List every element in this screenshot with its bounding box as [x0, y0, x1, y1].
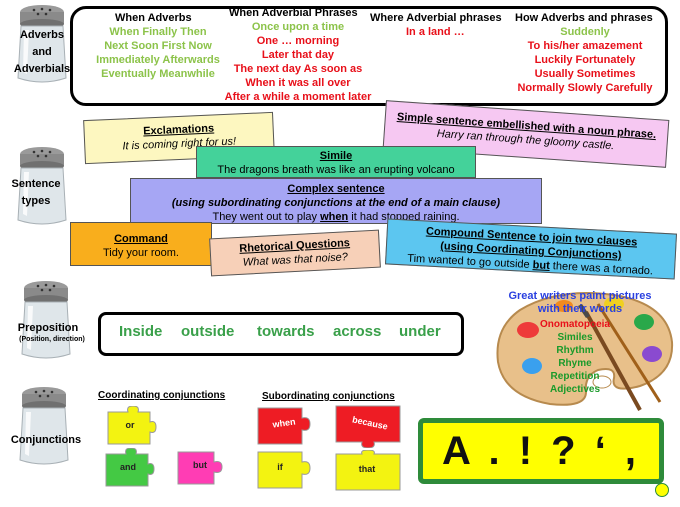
when-adverbial-phrases-list: Once upon a time One … morning Later tha…: [213, 20, 383, 104]
preposition-sublabel: (Position, direction): [19, 336, 85, 343]
adverb-line: Next Soon First Now: [104, 40, 212, 52]
when-adverbial-phrases-heading: When Adverbial Phrases: [229, 7, 358, 19]
preposition-word: outside: [181, 323, 235, 340]
how-line: Suddenly: [560, 26, 610, 38]
puzzle-piece-icon: [177, 451, 223, 485]
how-line: To his/her amazement: [527, 40, 643, 52]
sentence-types-label-line1: Sentence: [11, 178, 61, 190]
command-title: Command: [114, 233, 168, 245]
adverb-line: When Finally Then: [109, 26, 207, 38]
where-adverbial-phrases-heading: Where Adverbial phrases: [370, 12, 502, 24]
corner-dot-icon: [655, 483, 669, 497]
preposition-label: Preposition: [17, 322, 79, 334]
adverb-line: Immediately Afterwards: [96, 54, 220, 66]
puzzle-piece-icon: [105, 448, 155, 487]
complex-sentence-card: Complex sentence (using subordinating co…: [130, 178, 542, 224]
adverb-line: Eventually Meanwhile: [101, 68, 215, 80]
conjunctions-label: Conjunctions: [10, 434, 82, 446]
puzzle-piece-icon: [257, 451, 311, 489]
punctuation-box: A . ! ? ‘ ,: [418, 418, 664, 484]
phrase-line: One … morning: [256, 35, 340, 47]
complex-sentence-title: Complex sentence: [287, 183, 385, 195]
simile-card: Simile The dragons breath was like an er…: [196, 146, 476, 178]
conjunction-and: and: [119, 462, 136, 472]
how-line: Normally Slowly Carefully: [517, 82, 653, 94]
how-line: Luckily Fortunately: [534, 54, 636, 66]
preposition-word: across: [333, 323, 382, 340]
when-adverbs-list: When Finally Then Next Soon First Now Im…: [73, 25, 243, 81]
paint-palette-icon: [496, 292, 674, 411]
palette-item: Rhythm: [556, 345, 594, 356]
salt-shaker-icon: [19, 387, 69, 465]
salt-shaker-icon: [17, 147, 67, 225]
adverbs-label-line3: Adverbials: [13, 63, 71, 75]
palette-item: Adjectives: [549, 384, 601, 395]
salt-shaker-icon: [21, 281, 71, 359]
example-conjunction: when: [320, 211, 349, 223]
conjunction-if: if: [277, 462, 283, 472]
palette-heading-line: Great writers paint pictures: [508, 290, 652, 302]
complex-sentence-subtitle: (using subordinating conjunctions at the…: [171, 197, 501, 209]
adverbs-label-line2: and: [32, 46, 52, 58]
when-adverbs-heading: When Adverbs: [115, 12, 192, 24]
puzzle-piece-icon: [335, 450, 401, 491]
palette-item: Onomatopoeia: [539, 319, 610, 330]
example-part: They went out to play: [212, 211, 321, 223]
phrase-line: After a while a moment later: [224, 91, 372, 103]
palette-item: Repetition: [550, 371, 600, 382]
palette-item: Rhyme: [558, 358, 592, 369]
phrase-line: When it was all over: [245, 77, 351, 89]
sentence-types-label-line2: types: [21, 195, 51, 207]
salt-shaker-icon: [17, 5, 67, 83]
rhetorical-question-card: Rhetorical Questions What was that noise…: [209, 229, 381, 277]
adverbs-label-line1: Adverbs: [19, 29, 65, 41]
adverbs-panel: When Adverbs When Finally Then Next Soon…: [70, 6, 668, 106]
puzzle-piece-icon: [107, 406, 157, 445]
puzzle-piece-icon: [257, 407, 311, 445]
how-adverbs-list: Suddenly To his/her amazement Luckily Fo…: [505, 25, 665, 95]
conjunction-or: or: [125, 420, 135, 430]
how-line: Usually Sometimes: [534, 68, 636, 80]
command-example: Tidy your room.: [102, 247, 179, 259]
conjunction-that: that: [358, 464, 376, 474]
subordinating-conjunctions-heading: Subordinating conjunctions: [262, 391, 395, 402]
simile-example: The dragons breath was like an erupting …: [217, 164, 455, 176]
preposition-box: Inside outside towards across under: [98, 312, 464, 356]
palette-items: Onomatopoeia Similes Rhythm Rhyme Repeti…: [500, 318, 650, 396]
example-conjunction: but: [532, 259, 551, 272]
preposition-word: towards: [257, 323, 315, 340]
where-adverbial-phrase-line: In a land …: [406, 26, 465, 38]
phrase-line: Later that day: [261, 49, 335, 61]
coordinating-conjunctions-heading: Coordinating conjunctions: [98, 390, 226, 401]
punctuation-marks: A . ! ? ‘ ,: [441, 429, 641, 473]
how-adverbs-heading: How Adverbs and phrases: [515, 12, 653, 24]
palette-item: Similes: [557, 332, 593, 343]
compound-sentence-card: Compound Sentence to join two clauses (u…: [384, 218, 678, 280]
simile-title: Simile: [319, 150, 353, 162]
preposition-word: under: [399, 323, 441, 340]
palette-heading: Great writers paint pictures with their …: [483, 290, 677, 316]
preposition-word: Inside: [119, 323, 163, 340]
example-part: there was a tornado.: [549, 260, 654, 278]
phrase-line: Once upon a time: [251, 21, 345, 33]
phrase-line: The next day As soon as: [233, 63, 363, 75]
palette-heading-line: with their words: [537, 303, 623, 315]
command-card: Command Tidy your room.: [70, 222, 212, 266]
conjunction-but: but: [193, 460, 207, 470]
